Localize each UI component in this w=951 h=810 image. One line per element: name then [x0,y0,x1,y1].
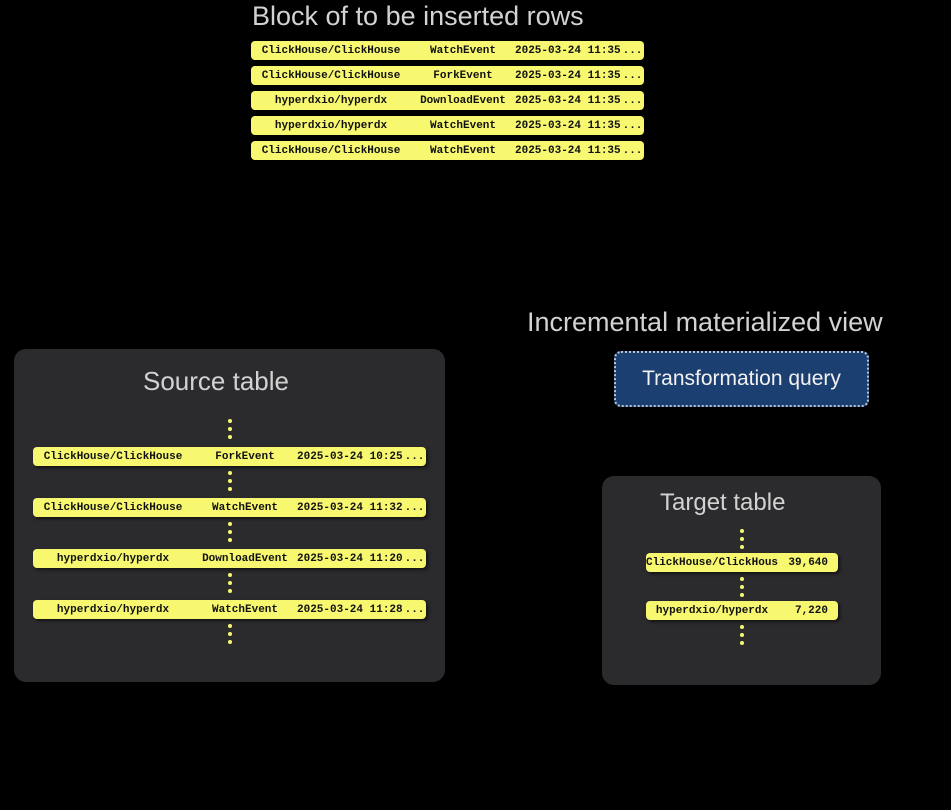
row-time: 2025-03-24 11:32:54 [297,501,403,514]
block-row: ClickHouse/ClickHouse WatchEvent 2025-03… [251,141,644,160]
row-repo: hyperdxio/hyperdx [56,603,170,616]
row-event: ForkEvent [215,450,275,463]
block-row: ClickHouse/ClickHouse ForkEvent 2025-03-… [251,66,644,85]
source-table-row: hyperdxio/hyperdx WatchEvent 2025-03-24 … [33,600,426,619]
materialized-view-title: Incremental materialized view [527,307,883,337]
source-table-row: hyperdxio/hyperdx DownloadEvent 2025-03-… [33,549,426,568]
block-row: hyperdxio/hyperdx WatchEvent 2025-03-24 … [251,116,644,135]
row-time: 2025-03-24 10:25:00 [297,450,403,463]
row-more-ellipsis: ... [622,94,643,107]
row-more-ellipsis: ... [622,69,643,82]
row-key: ClickHouse/ClickHouse [646,556,778,569]
row-event: DownloadEvent [202,552,288,565]
row-more-ellipsis: ... [404,552,425,565]
source-table-row: ClickHouse/ClickHouse ForkEvent 2025-03-… [33,447,426,466]
vertical-ellipsis-icon [739,529,745,549]
vertical-ellipsis-icon [739,577,745,597]
vertical-ellipsis-icon [227,624,233,644]
row-repo: ClickHouse/ClickHouse [261,69,401,82]
row-more-ellipsis: ... [404,450,425,463]
source-table-title: Source table [143,366,289,396]
row-time: 2025-03-24 11:28:32 [297,603,403,616]
row-time: 2025-03-24 11:35:44 [515,69,621,82]
target-table-row: hyperdxio/hyperdx 7,220 [646,601,838,620]
row-more-ellipsis: ... [622,119,643,132]
block-row: hyperdxio/hyperdx DownloadEvent 2025-03-… [251,91,644,110]
row-time: 2025-03-24 11:35:54 [515,144,621,157]
row-time: 2025-03-24 11:35:48 [515,94,621,107]
row-value: 39,640 [788,556,828,569]
target-table-row: ClickHouse/ClickHouse 39,640 [646,553,838,572]
row-more-ellipsis: ... [622,144,643,157]
vertical-ellipsis-icon [227,573,233,593]
vertical-ellipsis-icon [227,471,233,491]
vertical-ellipsis-icon [227,522,233,542]
block-title: Block of to be inserted rows [252,1,584,31]
row-event: ForkEvent [433,69,493,82]
row-repo: ClickHouse/ClickHouse [43,501,183,514]
row-more-ellipsis: ... [622,44,643,57]
row-event: WatchEvent [211,603,278,616]
transformation-query-box[interactable]: Transformation query [614,351,869,407]
source-table-row: ClickHouse/ClickHouse WatchEvent 2025-03… [33,498,426,517]
row-time: 2025-03-24 11:35:40 [515,44,621,57]
row-event: WatchEvent [429,144,496,157]
row-key: hyperdxio/hyperdx [655,604,769,617]
row-repo: hyperdxio/hyperdx [56,552,170,565]
row-more-ellipsis: ... [404,603,425,616]
vertical-ellipsis-icon [227,419,233,439]
row-repo: hyperdxio/hyperdx [274,119,388,132]
row-event: WatchEvent [429,44,496,57]
row-time: 2025-03-24 11:20:12 [297,552,403,565]
block-row: ClickHouse/ClickHouse WatchEvent 2025-03… [251,41,644,60]
row-time: 2025-03-24 11:35:52 [515,119,621,132]
row-more-ellipsis: ... [404,501,425,514]
target-table-title: Target table [660,489,786,516]
row-event: WatchEvent [429,119,496,132]
row-value: 7,220 [794,604,828,617]
row-repo: hyperdxio/hyperdx [274,94,388,107]
row-repo: ClickHouse/ClickHouse [43,450,183,463]
row-repo: ClickHouse/ClickHouse [261,44,401,57]
vertical-ellipsis-icon [739,625,745,645]
row-event: DownloadEvent [420,94,506,107]
row-repo: ClickHouse/ClickHouse [261,144,401,157]
row-event: WatchEvent [211,501,278,514]
